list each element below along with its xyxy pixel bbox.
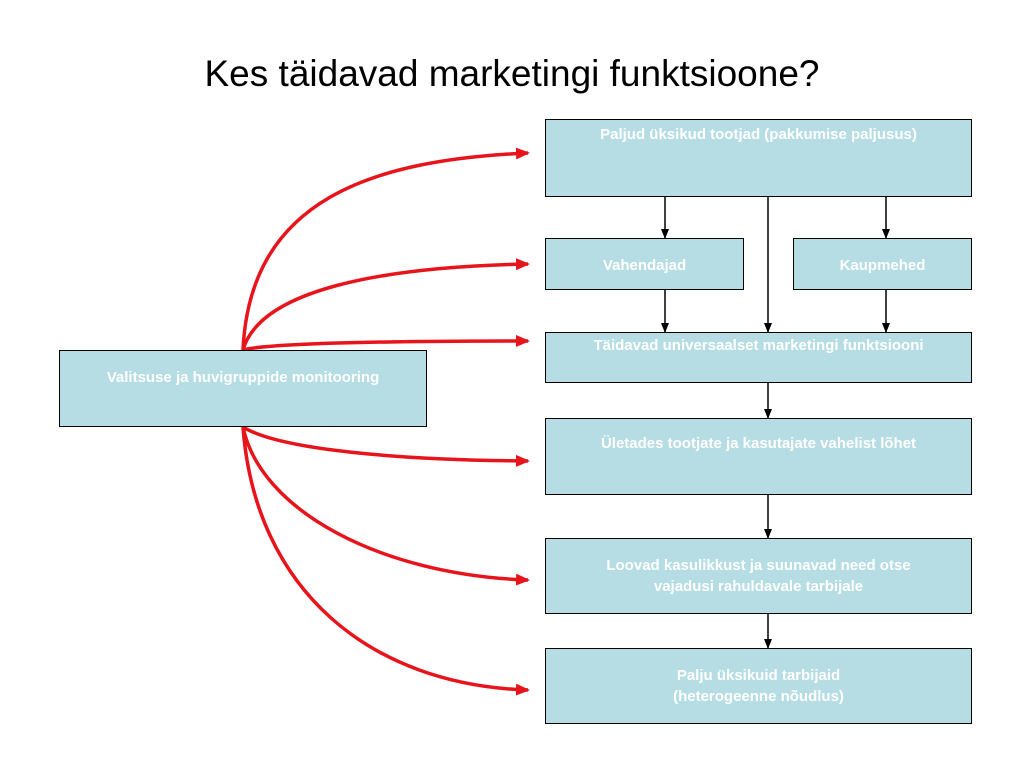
monitoring-arrow-intermediaries xyxy=(241,258,530,351)
monitoring-arrow-bridge xyxy=(242,425,530,467)
node-universal-functions: Täidavad universaalset marketingi funkts… xyxy=(545,332,972,383)
node-monitoring: Valitsuse ja huvigruppide monitooring xyxy=(59,350,427,427)
monitoring-arrow-consumers xyxy=(241,426,530,696)
node-create-value: Loovad kasulikkust ja suunavad need otse… xyxy=(545,538,972,614)
node-producers: Paljud üksikud tootjad (pakkumise paljus… xyxy=(545,119,972,197)
node-consumers: Palju üksikuid tarbijaid (heterogeenne n… xyxy=(545,648,972,724)
node-merchants: Kaupmehed xyxy=(793,238,972,290)
node-bridge-gap: Ületades tootjate ja kasutajate vahelist… xyxy=(545,418,972,495)
monitoring-arrow-universal xyxy=(242,335,530,352)
monitoring-arrow-value xyxy=(241,426,530,586)
slide-title: Kes täidavad marketingi funktsioone? xyxy=(204,53,820,94)
node-intermediaries: Vahendajad xyxy=(545,238,744,290)
monitoring-arrow-producers xyxy=(241,147,530,351)
